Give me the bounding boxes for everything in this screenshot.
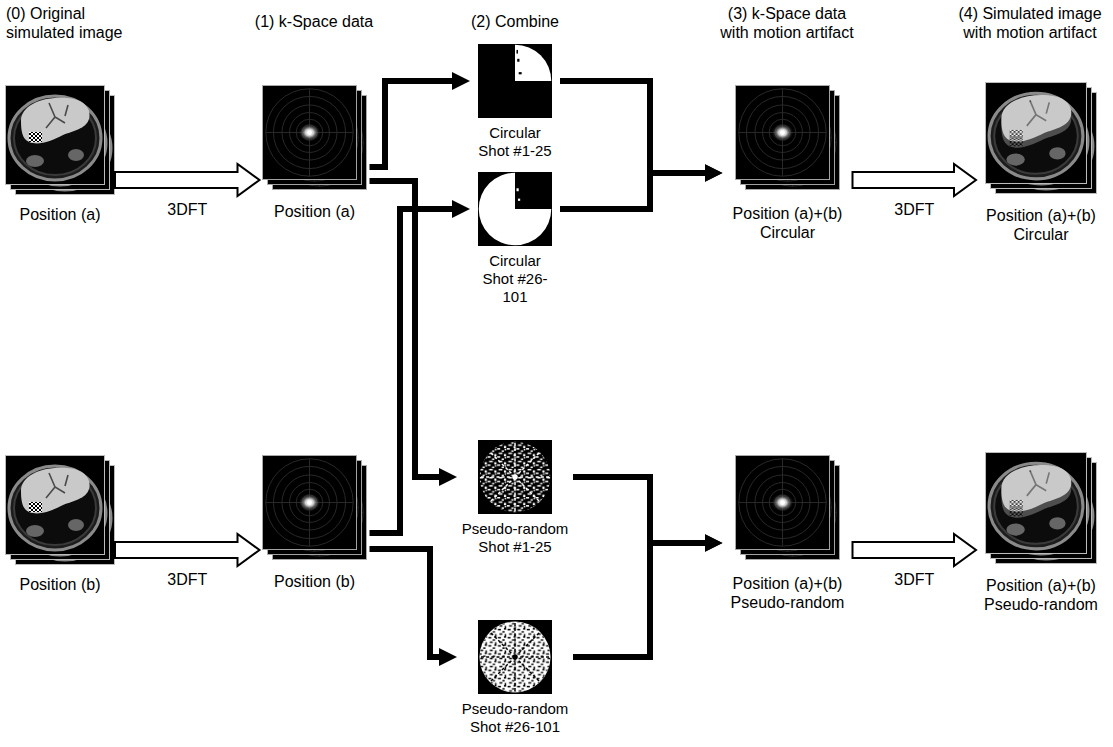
picture-area — [723, 85, 853, 204]
edge-label: 3DFT — [892, 570, 936, 589]
artifact-image-stack — [986, 83, 1097, 194]
sampling-mask — [478, 172, 552, 246]
image-caption: Position (a)+(b) Pseudo-random — [979, 576, 1103, 614]
sampling-mask — [478, 440, 552, 514]
connector — [560, 173, 713, 209]
edge-label: 3DFT — [165, 200, 209, 219]
column-heading: (1) k-Space data — [229, 12, 399, 31]
connector — [573, 477, 713, 543]
sampling-mask — [478, 44, 552, 118]
picture-area — [470, 44, 560, 124]
transform-arrow — [115, 534, 260, 566]
picture-area — [457, 620, 573, 700]
picture-area — [5, 455, 115, 575]
connector — [560, 81, 713, 173]
image-caption: Position (a) — [260, 202, 370, 221]
picture-area — [723, 455, 853, 574]
kspace-image-stack — [262, 455, 366, 559]
transform-arrow — [115, 164, 260, 196]
image-caption: Pseudo-random Shot #1-25 — [457, 520, 573, 556]
column-heading: (2) Combine — [445, 12, 585, 31]
image-caption: Position (a)+(b) Circular — [726, 204, 850, 242]
connector — [573, 543, 713, 657]
transform-arrow — [853, 534, 977, 566]
image-caption: Position (a) — [5, 205, 115, 224]
image-caption: Position (a)+(b) Circular — [979, 206, 1103, 244]
image-panel: Pseudo-random Shot #1-25 — [457, 440, 573, 556]
image-caption: Position (b) — [5, 575, 115, 594]
column-heading: (3) k-Space data with motion artifact — [713, 4, 861, 42]
connector — [370, 549, 448, 657]
edge-label: 3DFT — [892, 200, 936, 219]
connector — [370, 81, 461, 167]
connector — [370, 181, 448, 477]
image-panel: Position (a)+(b) Pseudo-random — [723, 455, 853, 612]
column-heading: (0) Original simulated image — [6, 4, 156, 42]
kspace-image-stack — [735, 85, 839, 189]
image-caption: Position (b) — [260, 572, 370, 591]
phantom-image-stack — [6, 86, 115, 195]
picture-area — [976, 452, 1106, 576]
kspace-image-stack — [262, 85, 366, 189]
connector — [370, 209, 461, 533]
picture-area — [470, 172, 560, 252]
image-panel: Circular Shot #1-25 — [470, 44, 560, 160]
image-caption: Pseudo-random Shot #26-101 — [457, 700, 573, 736]
phantom-image-stack — [6, 456, 115, 565]
image-panel: Circular Shot #26-101 — [470, 172, 560, 306]
image-caption: Circular Shot #1-25 — [473, 124, 557, 160]
image-panel: Pseudo-random Shot #26-101 — [457, 620, 573, 736]
column-heading: (4) Simulated image with motion artifact — [950, 4, 1110, 42]
picture-area — [260, 85, 370, 202]
artifact-image-stack — [986, 453, 1097, 564]
image-panel: Position (b) — [5, 455, 115, 594]
picture-area — [457, 440, 573, 520]
image-panel: Position (b) — [260, 455, 370, 591]
picture-area — [5, 85, 115, 205]
image-panel: Position (a)+(b) Pseudo-random — [976, 452, 1106, 614]
image-panel: Position (a) — [5, 85, 115, 224]
sampling-mask — [478, 620, 552, 694]
image-caption: Circular Shot #26-101 — [473, 252, 557, 306]
transform-arrow — [853, 164, 977, 196]
image-panel: Position (a)+(b) Circular — [976, 82, 1106, 244]
image-caption: Position (a)+(b) Pseudo-random — [726, 574, 850, 612]
image-panel: Position (a)+(b) Circular — [723, 85, 853, 242]
picture-area — [976, 82, 1106, 206]
edge-label: 3DFT — [165, 570, 209, 589]
picture-area — [260, 455, 370, 572]
image-panel: Position (a) — [260, 85, 370, 221]
kspace-image-stack — [735, 455, 839, 559]
